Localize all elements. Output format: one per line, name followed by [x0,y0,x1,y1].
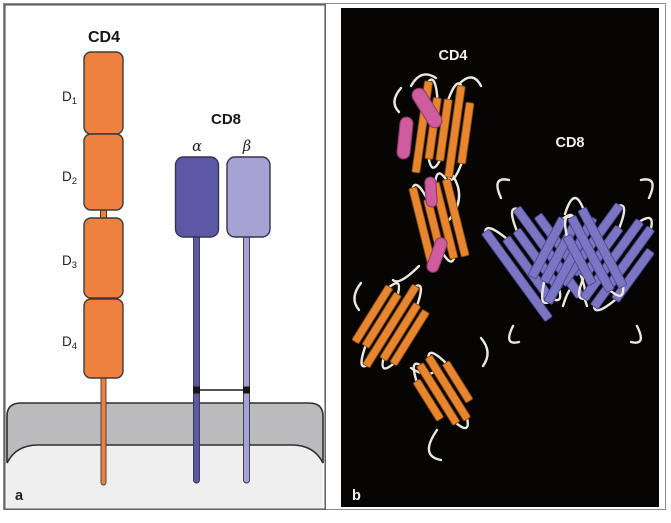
cd8-beta-label: β [242,139,251,155]
panel-b-letter: b [352,488,361,504]
panel-b-cd8-label: CD8 [555,135,584,151]
panel-a-letter: a [15,488,24,504]
cd4-d1-label: D1 [62,89,77,107]
cd4-ribbon-structure [351,73,489,462]
cd4-domain-d4 [83,298,124,379]
panel-a-border [4,4,326,510]
cd8-beta-domain [226,156,271,238]
panel-a: CD4 D1 D2 D3 D4 CD8 α β a [4,4,326,510]
panel-b-cd4-label: CD4 [438,48,467,64]
cd8-alpha-stalk [193,233,200,484]
cd4-domain-d1 [83,51,124,135]
cd4-d3-label: D3 [62,253,77,271]
cd8-ribbon-structure [481,178,655,344]
cd8-title: CD8 [211,111,241,128]
cd8-alpha-domain [174,156,220,238]
panel-b: CD4 CD8 b [341,8,659,507]
cd4-d4-label: D4 [62,334,77,352]
cd4-title: CD4 [88,29,120,46]
cd8-alpha-label: α [192,139,202,155]
cytoplasm-region [7,445,323,508]
stalk-distance-arrow [193,386,250,394]
cd4-domain-d3 [83,217,124,299]
cd4-d2-label: D2 [62,169,77,187]
cd4-domain-d2 [83,133,124,211]
cd4-stalk [100,373,107,486]
cd8-beta-stalk [243,233,250,484]
